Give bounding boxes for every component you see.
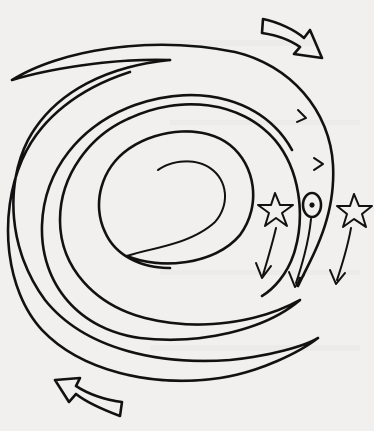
spiral-galaxy-sketch: [0, 0, 374, 431]
